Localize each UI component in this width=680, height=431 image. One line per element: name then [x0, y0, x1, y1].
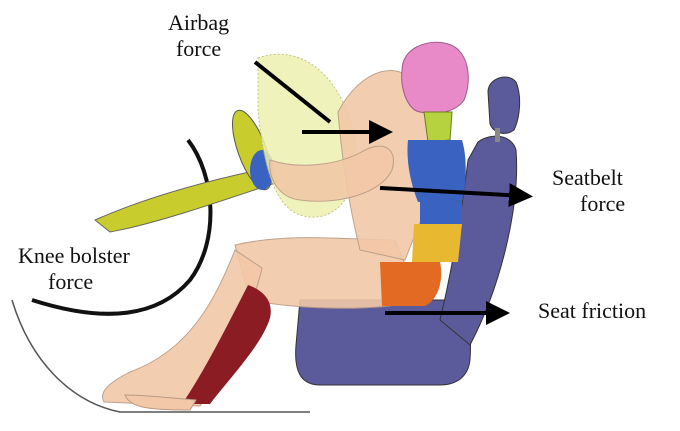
seat-friction-label: Seat friction [538, 298, 647, 323]
headrest [487, 76, 521, 134]
seatbelt-force-arrow [379, 183, 533, 208]
dummy-abdomen [412, 224, 462, 262]
knee-label-line1: Knee bolster [18, 243, 130, 268]
airbag-label-line2: force [175, 36, 222, 61]
knee-label-line2: force [48, 269, 94, 294]
dummy-head [401, 41, 469, 114]
dummy-pelvis [380, 262, 442, 306]
dummy-neck [423, 111, 453, 143]
floor-line [11, 299, 310, 413]
lower-leg-insert [182, 285, 271, 404]
airbag-force-label: Airbag force [168, 10, 229, 62]
seatbelt-label-line1: Seatbelt [552, 165, 623, 190]
airbag-force-arrow-upper [253, 60, 332, 124]
dummy-chest [407, 140, 466, 202]
seatbelt-label-line2: force [580, 191, 626, 216]
knee-bolster [31, 138, 213, 316]
arm [269, 145, 394, 202]
airbag-label-line1: Airbag [168, 10, 230, 35]
knee-bolster-force-label: Knee bolster force [18, 243, 130, 295]
headrest-post [495, 128, 500, 142]
foot [124, 394, 197, 411]
dummy-chest-lower [420, 200, 462, 224]
seatbelt-force-label: Seatbelt force [552, 165, 625, 217]
